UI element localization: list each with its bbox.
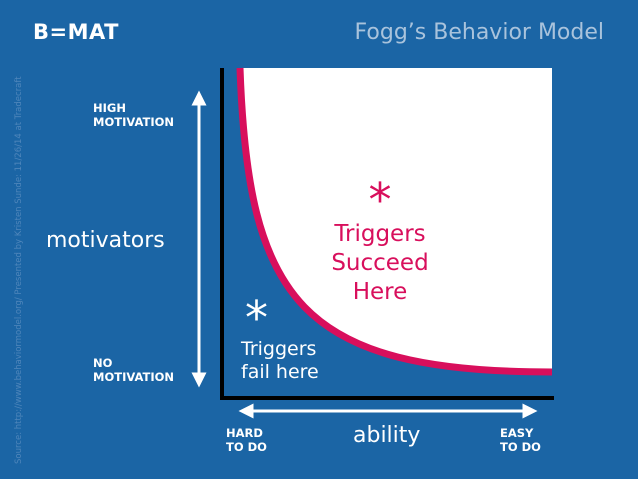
- action-line-curve: [236, 67, 553, 376]
- triggers-succeed-text: Triggers Succeed Here: [331, 221, 429, 305]
- success-region-label: * Triggers Succeed Here: [315, 173, 445, 307]
- high-motivation-label: HIGH MOTIVATION: [93, 101, 174, 129]
- no-motivation-label: NO MOTIVATION: [93, 356, 174, 384]
- motivators-label: motivators: [46, 228, 165, 253]
- asterisk-icon: *: [368, 173, 392, 227]
- easy-to-do-label: EASY TO DO: [500, 426, 541, 454]
- brand-logo: B=MAT: [33, 20, 119, 44]
- triggers-fail-text: Triggers fail here: [241, 338, 319, 383]
- ability-label: ability: [353, 423, 421, 448]
- hard-to-do-label: HARD TO DO: [226, 426, 267, 454]
- asterisk-icon: *: [245, 291, 268, 345]
- slide-title: Fogg’s Behavior Model: [354, 20, 604, 45]
- fail-region-label: * Triggers fail here: [241, 291, 319, 384]
- success-area: [240, 68, 552, 372]
